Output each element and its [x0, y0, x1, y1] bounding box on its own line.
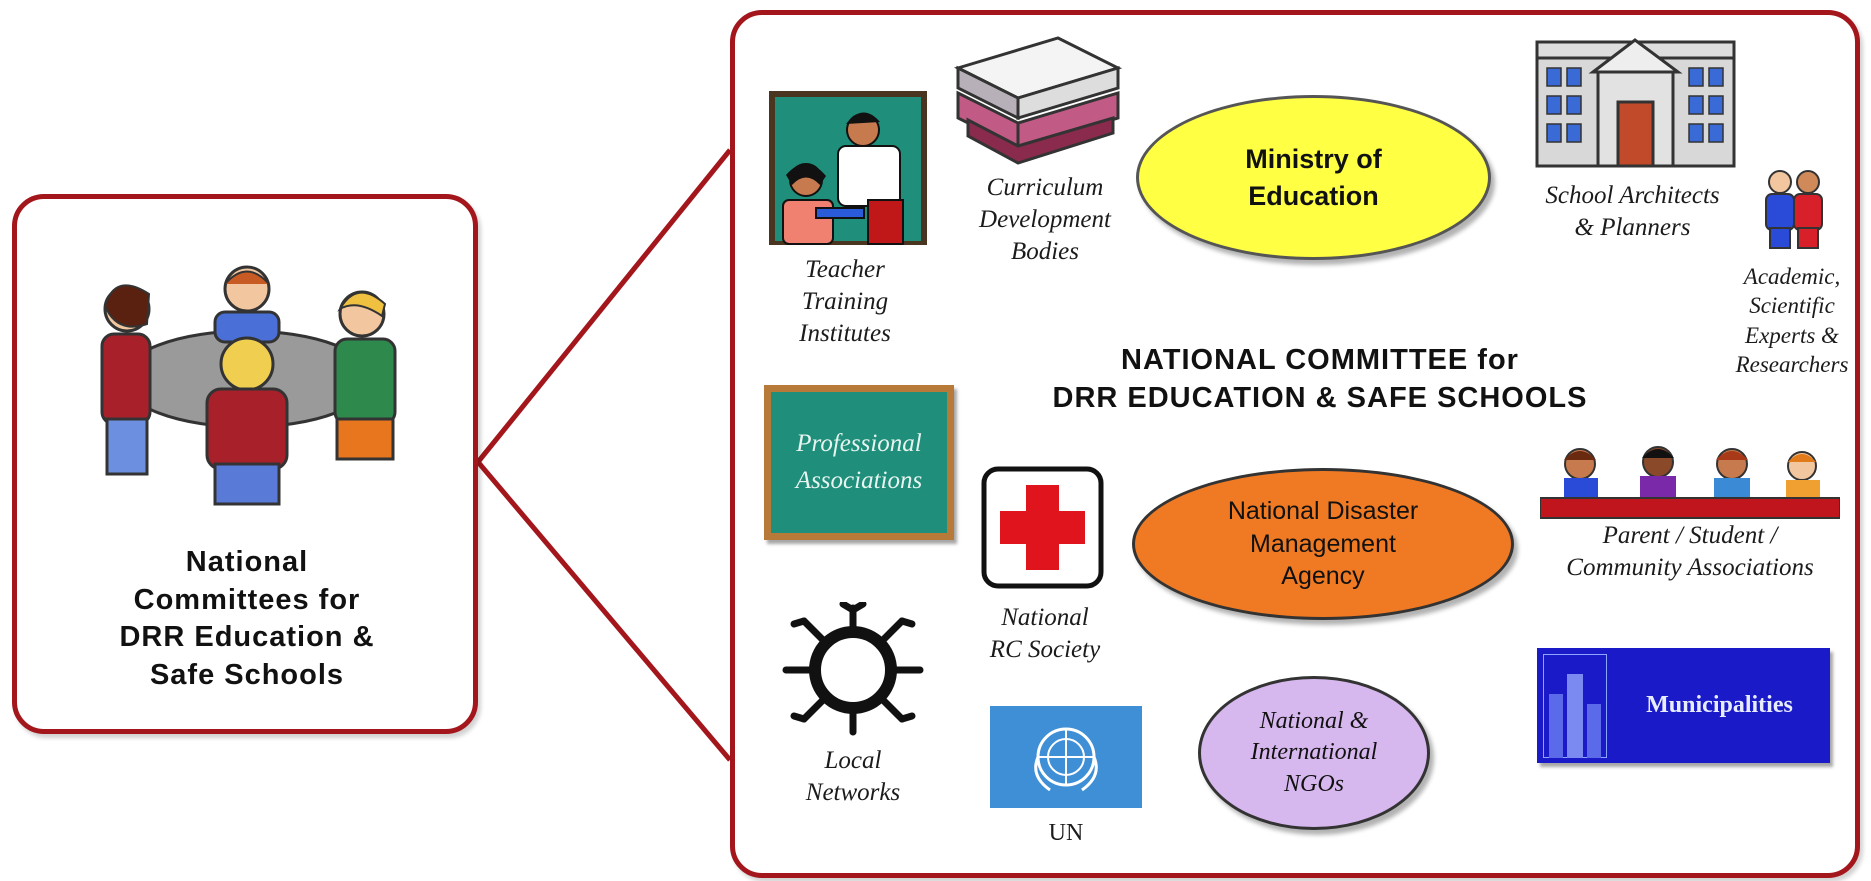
center-title-line-2: DRR EDUCATION & SAFE SCHOOLS: [1052, 381, 1588, 414]
left-title: National Committees for DRR Education & …: [37, 544, 457, 695]
label-academic-experts: Academic, Scientific Experts & Researche…: [1735, 264, 1849, 378]
label-parent-associations: Parent / Student / Community Association…: [1566, 522, 1814, 581]
label-professional-associations: Professional Associations: [795, 430, 923, 494]
label-curriculum: Curriculum Development Bodies: [979, 174, 1111, 265]
node-municipalities: Municipalities: [1537, 648, 1830, 763]
node-national-disaster-management-agency: National Disaster Management Agency: [1132, 468, 1514, 620]
school-building-icon: [1535, 38, 1736, 168]
ngos-label: National & International NGOs: [1250, 708, 1378, 797]
label-local-networks: Local Networks: [805, 747, 901, 806]
node-ministry-of-education: Ministry of Education: [1136, 95, 1491, 260]
node-national-international-ngos: National & International NGOs: [1198, 676, 1430, 830]
left-title-line: DRR Education &: [119, 621, 375, 654]
left-committee-panel: National Committees for DRR Education & …: [12, 194, 478, 734]
teacher-student-icon: [769, 91, 927, 245]
un-emblem-icon: [990, 706, 1142, 808]
ndma-label: National Disaster Management Agency: [1227, 497, 1419, 591]
center-title: NATIONAL COMMITTEE for DRR EDUCATION & S…: [1010, 342, 1630, 417]
left-title-line: Committees for: [133, 583, 361, 616]
books-stack-icon: [953, 36, 1123, 165]
label-rc-society: National RC Society: [989, 604, 1101, 663]
left-title-line: Safe Schools: [149, 659, 345, 692]
label-school-architects: School Architects & Planners: [1545, 182, 1720, 241]
city-skyline-icon: [1543, 654, 1607, 758]
ministry-label: Ministry of Education: [1245, 144, 1382, 211]
audience-icon: [1540, 446, 1840, 519]
center-title-line-1: NATIONAL COMMITTEE for: [1121, 344, 1519, 376]
red-cross-icon: [981, 466, 1104, 589]
people-at-table-icon: [100, 265, 397, 506]
municipalities-label: Municipalities: [1646, 692, 1793, 718]
network-ring-icon: [782, 602, 924, 736]
label-un: UN: [1048, 820, 1084, 846]
label-teacher-training: Teacher Training Institutes: [799, 256, 891, 347]
two-people-icon: [1765, 170, 1823, 249]
chalkboard-icon: Professional Associations: [764, 385, 954, 540]
left-title-line: National: [185, 546, 309, 578]
